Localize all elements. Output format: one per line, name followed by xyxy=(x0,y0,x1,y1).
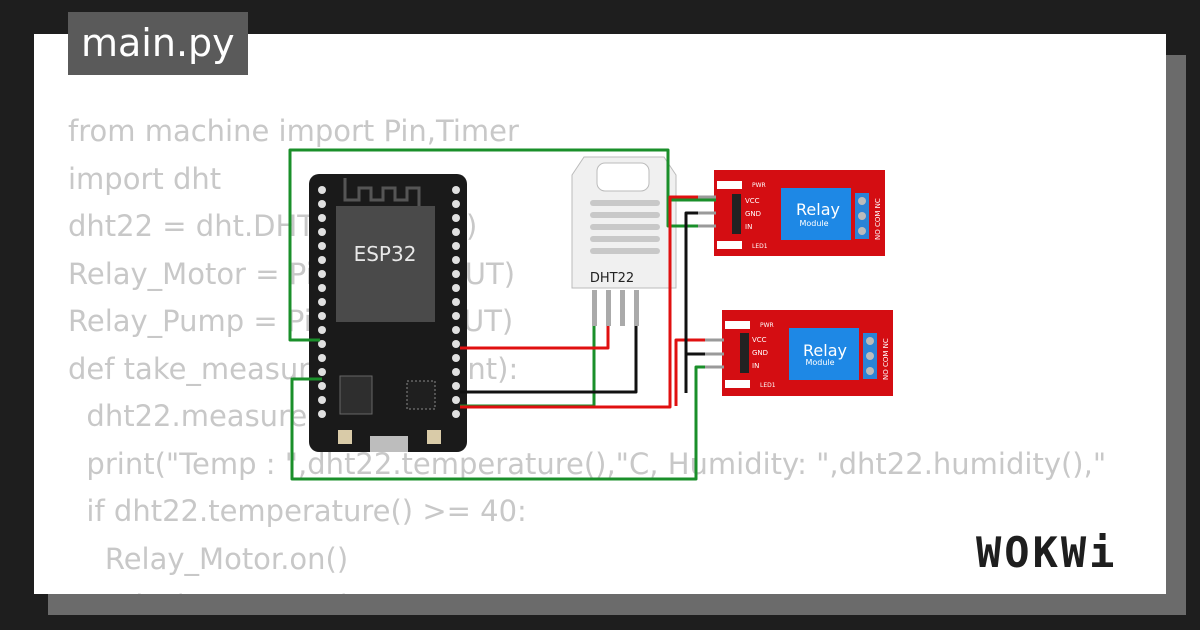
code-line: print("Motor on") xyxy=(68,583,1106,594)
relay-title: Relay xyxy=(803,341,847,360)
dht22-label: DHT22 xyxy=(590,271,634,286)
wire-gray xyxy=(705,338,724,369)
esp32-chip xyxy=(336,206,435,322)
wire-green xyxy=(288,148,716,342)
wire-green xyxy=(290,365,724,481)
relay-module-top[interactable]: Relay Module PWR LED1 VCC GND IN NO COM … xyxy=(714,170,885,256)
esp32-right-pins xyxy=(452,186,460,418)
code-line: import dht xyxy=(68,161,222,196)
esp32-board[interactable]: ESP32 xyxy=(309,174,467,452)
dht22-pins xyxy=(592,290,639,326)
en-button[interactable] xyxy=(427,430,441,444)
led1-indicator xyxy=(725,380,750,388)
antenna-trace xyxy=(343,178,421,210)
esp32-label: ESP32 xyxy=(354,242,417,266)
usb-port xyxy=(370,436,408,452)
wire-black xyxy=(460,326,638,394)
terminal-label: NO COM NC xyxy=(882,338,890,380)
wire-gray xyxy=(698,195,716,228)
code-line: from machine import Pin,Timer xyxy=(68,114,519,148)
code-preview-card: from machine import Pin,Timer import dht d… xyxy=(34,34,1166,594)
pwr-label: PWR xyxy=(752,182,766,189)
vcc-pin-label: VCC xyxy=(745,197,760,205)
relay-title: Relay xyxy=(796,200,840,219)
gnd-pin-label: GND xyxy=(745,210,761,218)
vcc-pin-label: VCC xyxy=(752,336,767,344)
dht22-grille xyxy=(590,200,660,254)
code-line: Relay_Motor.on() xyxy=(68,541,349,576)
code-editor: from machine import Pin,Timer import dht d… xyxy=(68,108,1106,594)
in-pin-label: IN xyxy=(752,362,759,370)
usb-uart-chip xyxy=(406,380,436,410)
pwr-led xyxy=(717,181,742,189)
wire-red xyxy=(460,326,610,350)
wire-red xyxy=(674,338,724,406)
gnd-pin-label: GND xyxy=(752,349,768,357)
code-line: print("Temp : ",dht22.temperature(),"C, … xyxy=(68,446,1107,481)
led1-label: LED1 xyxy=(760,382,776,389)
pwr-led xyxy=(725,321,750,329)
terminal-label: NO COM NC xyxy=(874,198,882,240)
dht22-sensor[interactable]: DHT22 xyxy=(571,156,677,326)
in-pin-label: IN xyxy=(745,223,752,231)
relay-module-bottom[interactable]: Relay Module PWR LED1 VCC GND IN NO COM … xyxy=(722,310,893,396)
relay-body xyxy=(781,188,851,240)
wire-red xyxy=(460,195,716,409)
led1-indicator xyxy=(717,241,742,249)
led1-label: LED1 xyxy=(752,243,768,250)
voltage-regulator xyxy=(339,375,373,415)
boot-button[interactable] xyxy=(338,430,352,444)
relay-header xyxy=(732,194,741,234)
file-tab[interactable]: main.py xyxy=(68,12,248,75)
relay-header xyxy=(740,333,749,373)
relay-body xyxy=(789,328,859,380)
code-line: if dht22.temperature() >= 40: xyxy=(68,494,527,528)
esp32-left-pins xyxy=(318,186,326,418)
pwr-label: PWR xyxy=(760,322,774,329)
code-line: dht22.measure() xyxy=(68,399,330,433)
wires xyxy=(288,148,724,481)
relay-subtitle: Module xyxy=(799,219,828,228)
relay-subtitle: Module xyxy=(805,358,834,367)
wokwi-logo: WOKWi xyxy=(976,528,1118,577)
wire-green xyxy=(460,326,596,408)
